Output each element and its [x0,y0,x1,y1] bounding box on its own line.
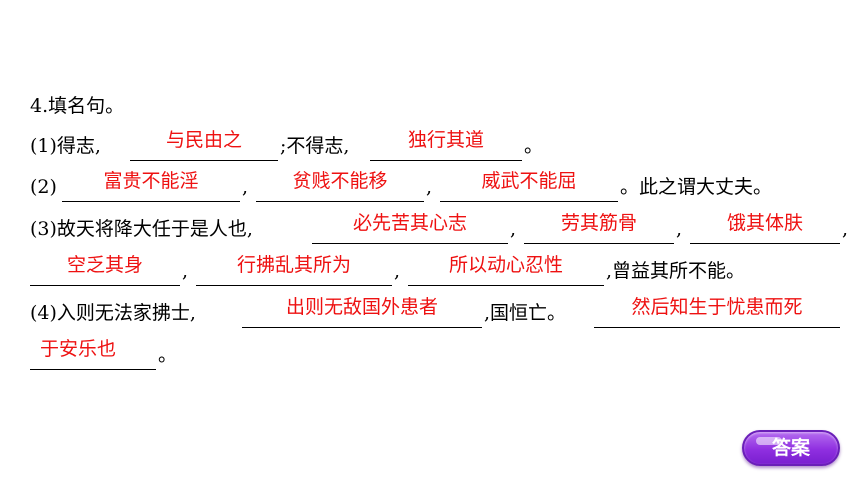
answer-3-3: 饿其体肤 [726,212,803,234]
answer-2-3: 威武不能屈 [481,170,577,192]
blank-2-3: 威武不能屈 [440,170,618,202]
blank-3-1: 必先苦其心志 [312,212,508,244]
blank-4-1: 空乏其身 [30,254,180,286]
answer-3-1: 必先苦其心志 [352,212,467,234]
answer-5-2b: 于安乐也 [40,338,117,360]
blank-4-3: 所以动心忍性 [408,254,604,286]
blank-3-3: 饿其体肤 [690,212,840,244]
blank-1-2: 独行其道 [370,129,522,161]
blank-2-2: 贫贱不能移 [256,170,424,202]
answer-2-2: 贫贱不能移 [292,170,388,192]
answer-4-2: 行拂乱其所为 [236,254,351,276]
answer-4-3: 所以动心忍性 [448,254,563,276]
answer-2-1: 富贵不能淫 [103,170,199,192]
answer-5-1: 出则无敌国外患者 [285,296,438,318]
answer-5-2a: 然后知生于忧患而死 [631,296,803,318]
blank-4-2: 行拂乱其所为 [196,254,392,286]
answer-button[interactable]: 答案 [742,430,840,466]
answer-1-1: 与民由之 [165,129,242,151]
answer-1-2: 独行其道 [407,129,484,151]
blank-6-1: 于安乐也 [30,338,156,370]
blank-3-2: 劳其筋骨 [524,212,674,244]
blank-2-1: 富贵不能淫 [62,170,240,202]
blank-5-1: 出则无敌国外患者 [242,296,482,328]
button-shine [756,437,782,445]
answer-3-2: 劳其筋骨 [560,212,637,234]
blank-1-1: 与民由之 [130,129,278,161]
answer-4-1: 空乏其身 [66,254,143,276]
blank-5-2: 然后知生于忧患而死 [594,296,840,328]
